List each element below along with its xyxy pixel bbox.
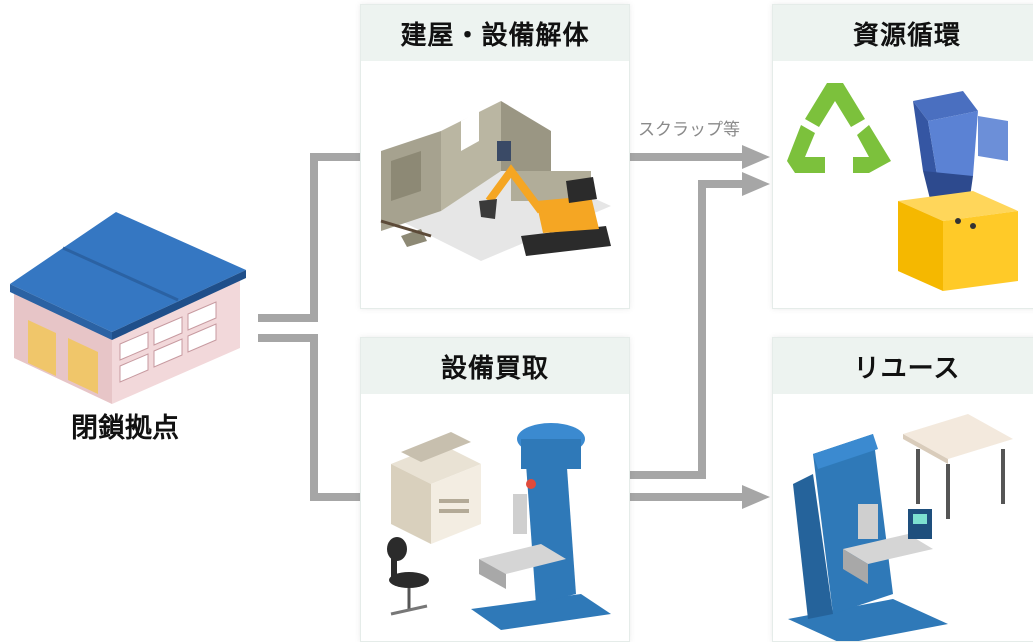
panel-recycling: 資源循環 bbox=[772, 4, 1033, 309]
arrowhead-demolition-to-recycling bbox=[742, 145, 770, 169]
arrowhead-purchase-to-recycling bbox=[742, 172, 770, 196]
panel-recycling-illustration bbox=[773, 61, 1033, 308]
warehouse-icon bbox=[10, 212, 246, 404]
origin-label: 閉鎖拠点 bbox=[71, 413, 179, 444]
panel-purchase: 設備買取 bbox=[360, 337, 630, 642]
equipment-machines-icon bbox=[387, 423, 611, 630]
panel-purchase-title: 設備買取 bbox=[361, 338, 629, 394]
recycle-shredder-icon bbox=[787, 83, 1018, 291]
panel-purchase-illustration bbox=[361, 394, 629, 641]
connector-origin-to-demolition bbox=[258, 153, 360, 322]
demolition-excavator-icon bbox=[380, 101, 611, 261]
scrap-arrow-label: スクラップ等 bbox=[638, 120, 740, 140]
panel-demolition-illustration bbox=[361, 61, 629, 308]
arrowhead-purchase-to-reuse bbox=[742, 485, 770, 509]
panel-demolition: 建屋・設備解体 bbox=[360, 4, 630, 309]
connector-origin-to-purchase bbox=[258, 334, 360, 501]
reused-machine-icon bbox=[788, 414, 1013, 641]
panel-reuse: リユース bbox=[772, 337, 1033, 642]
panel-recycling-title: 資源循環 bbox=[773, 5, 1033, 61]
panel-reuse-title: リユース bbox=[773, 338, 1033, 394]
panel-demolition-title: 建屋・設備解体 bbox=[361, 5, 629, 61]
origin-warehouse bbox=[8, 208, 248, 408]
connector-purchase-to-recycling bbox=[628, 180, 748, 479]
panel-reuse-illustration bbox=[773, 394, 1033, 641]
